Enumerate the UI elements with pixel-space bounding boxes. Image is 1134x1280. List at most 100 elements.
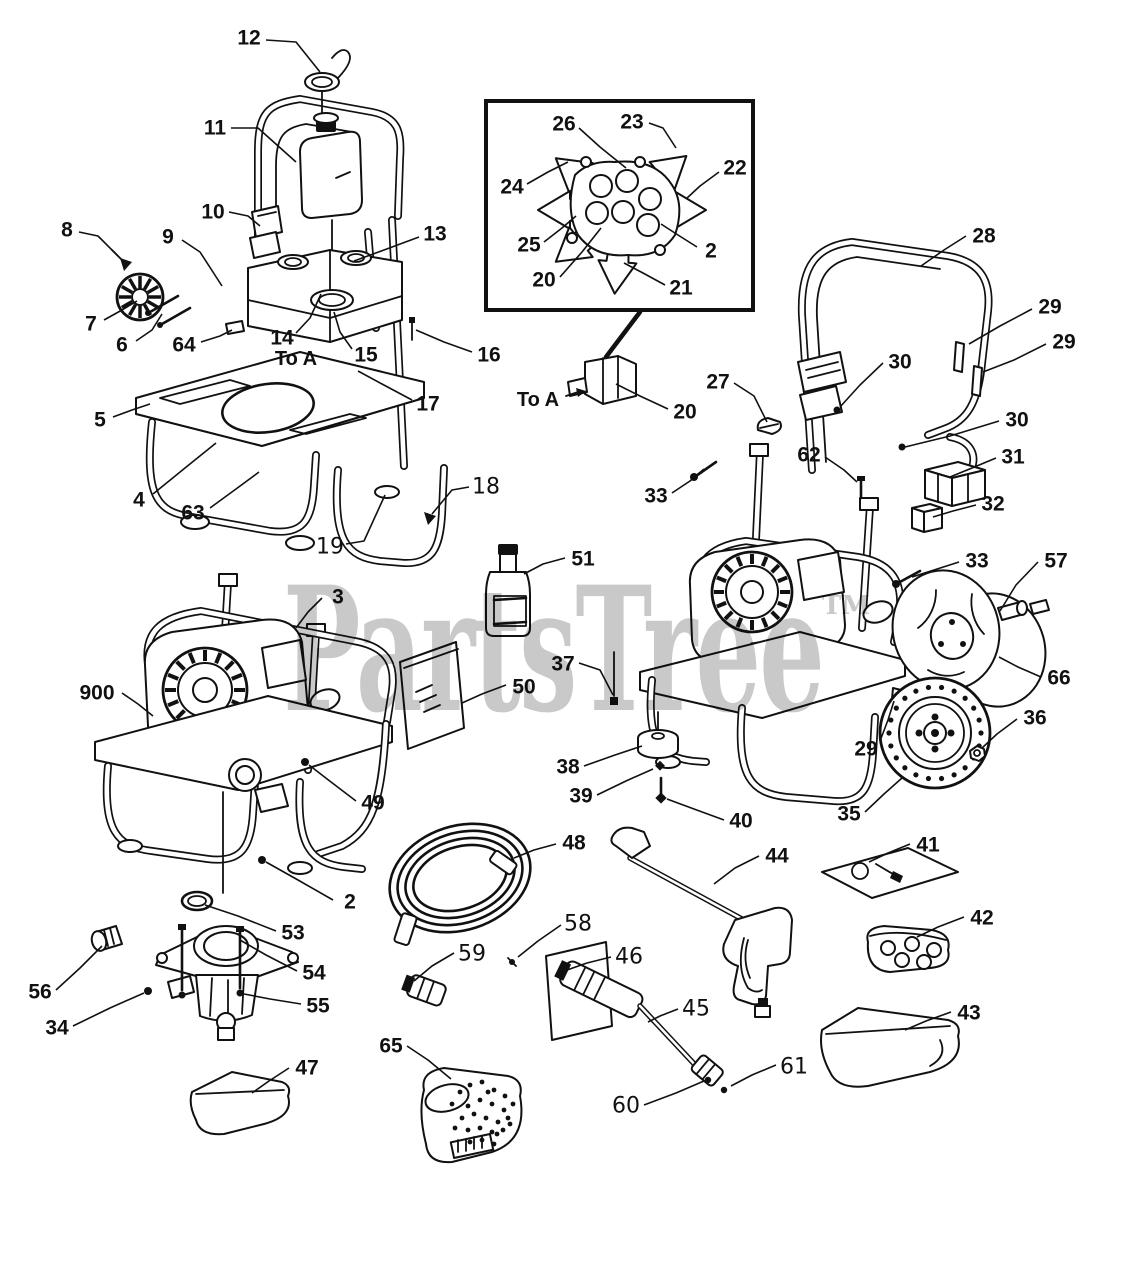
svg-text:To A: To A xyxy=(517,389,559,411)
svg-text:2: 2 xyxy=(705,240,717,263)
svg-text:23: 23 xyxy=(620,111,643,134)
callout-29: 29 xyxy=(968,296,1062,345)
callout-30: 30 xyxy=(839,351,912,408)
svg-text:29: 29 xyxy=(854,738,877,761)
hardware-kit-card xyxy=(821,847,959,899)
callout-53: 53 xyxy=(204,904,305,945)
nozzle-pack xyxy=(866,925,950,973)
handle-grip-pads xyxy=(797,351,847,421)
detergent-tanks xyxy=(247,249,403,343)
nozzle-kit-bag xyxy=(420,1067,523,1164)
svg-text:63: 63 xyxy=(181,502,204,525)
pump-bolts xyxy=(178,924,244,999)
svg-text:19: 19 xyxy=(316,535,344,560)
pump-assembly xyxy=(90,924,299,1041)
svg-text:53: 53 xyxy=(281,922,304,945)
svg-text:11: 11 xyxy=(204,117,227,140)
svg-text:56: 56 xyxy=(28,981,51,1004)
svg-text:47: 47 xyxy=(295,1057,318,1080)
fill-cap-ring xyxy=(304,49,351,119)
callout-18: 18 xyxy=(431,475,500,515)
handle-straps xyxy=(953,341,983,397)
svg-text:31: 31 xyxy=(1001,446,1025,469)
svg-text:33: 33 xyxy=(965,550,988,573)
svg-text:42: 42 xyxy=(970,907,993,930)
callout-33: 33 xyxy=(644,468,705,508)
top-frame-tank-assembly xyxy=(111,49,448,568)
owners-manual xyxy=(399,641,465,750)
thermal-relief-valve xyxy=(565,309,643,405)
callout-58: 58 xyxy=(517,912,592,958)
callout-48: 48 xyxy=(513,832,586,859)
callout-56: 56 xyxy=(28,945,103,1004)
left-pump-outlet xyxy=(228,758,289,813)
callout-14: 14 xyxy=(270,293,322,350)
inset-box-border xyxy=(484,99,755,312)
callout-63: 63 xyxy=(181,471,260,525)
svg-text:43: 43 xyxy=(957,1002,980,1025)
wand-o-ring xyxy=(704,1076,712,1084)
callout-10: 10 xyxy=(201,201,261,227)
pump-knob xyxy=(115,272,165,322)
svg-text:59: 59 xyxy=(458,942,486,967)
svg-text:45: 45 xyxy=(682,997,710,1022)
callout-17: 17 xyxy=(357,370,440,416)
svg-text:20: 20 xyxy=(532,269,555,292)
callout-5: 5 xyxy=(94,403,151,432)
screw-62 xyxy=(857,476,865,500)
callout-40: 40 xyxy=(666,798,753,833)
svg-text:24: 24 xyxy=(500,176,524,199)
callout-900: 900 xyxy=(79,682,154,717)
svg-text:51: 51 xyxy=(571,548,595,571)
o-ring xyxy=(180,890,214,912)
svg-text:15: 15 xyxy=(354,344,378,367)
callout-45: 45 xyxy=(647,997,710,1023)
garden-hose-cap xyxy=(90,925,123,952)
svg-text:32: 32 xyxy=(981,493,1004,516)
square-cap xyxy=(911,503,943,533)
hose-reel xyxy=(891,569,1050,708)
parts-bag-43 xyxy=(820,1007,960,1088)
handle-clamp-block xyxy=(924,461,986,507)
svg-text:6: 6 xyxy=(116,334,128,357)
svg-text:13: 13 xyxy=(423,223,446,246)
callout-31: 31 xyxy=(949,446,1025,478)
svg-text:20: 20 xyxy=(673,401,696,424)
axle-nut xyxy=(969,745,986,762)
svg-text:61: 61 xyxy=(780,1055,808,1080)
svg-text:38: 38 xyxy=(556,756,580,779)
svg-text:8: 8 xyxy=(61,219,73,242)
svg-text:30: 30 xyxy=(1005,409,1028,432)
spray-wand xyxy=(545,941,728,1094)
svg-text:55: 55 xyxy=(306,995,330,1018)
left-base-plate xyxy=(94,695,393,791)
callout-7: 7 xyxy=(85,300,138,336)
callout-43: 43 xyxy=(904,1002,981,1031)
callout-34: 34 xyxy=(45,992,145,1040)
callout-30: 30 xyxy=(904,409,1029,448)
svg-text:21: 21 xyxy=(669,277,693,300)
handle-pin xyxy=(898,443,906,451)
svg-text:16: 16 xyxy=(477,344,500,367)
left-washer-unit xyxy=(94,573,397,894)
svg-text:25: 25 xyxy=(517,234,541,257)
svg-text:5: 5 xyxy=(94,409,106,432)
callout-46: 46 xyxy=(566,945,643,971)
callout-26: 26 xyxy=(552,113,627,169)
callout-64: 64 xyxy=(172,329,233,357)
callout-49: 49 xyxy=(308,764,385,815)
quick-coupler xyxy=(401,974,447,1007)
svg-text:To A: To A xyxy=(275,348,317,370)
svg-text:34: 34 xyxy=(45,1017,69,1040)
svg-text:22: 22 xyxy=(723,157,746,180)
svg-text:49: 49 xyxy=(361,792,384,815)
svg-text:35: 35 xyxy=(837,803,861,826)
callout-38: 38 xyxy=(556,745,643,779)
spray-gun xyxy=(610,826,793,1018)
svg-text:12: 12 xyxy=(237,27,260,50)
callout-24: 24 xyxy=(500,161,569,199)
callout-3: 3 xyxy=(295,586,344,629)
wheel xyxy=(878,676,992,790)
